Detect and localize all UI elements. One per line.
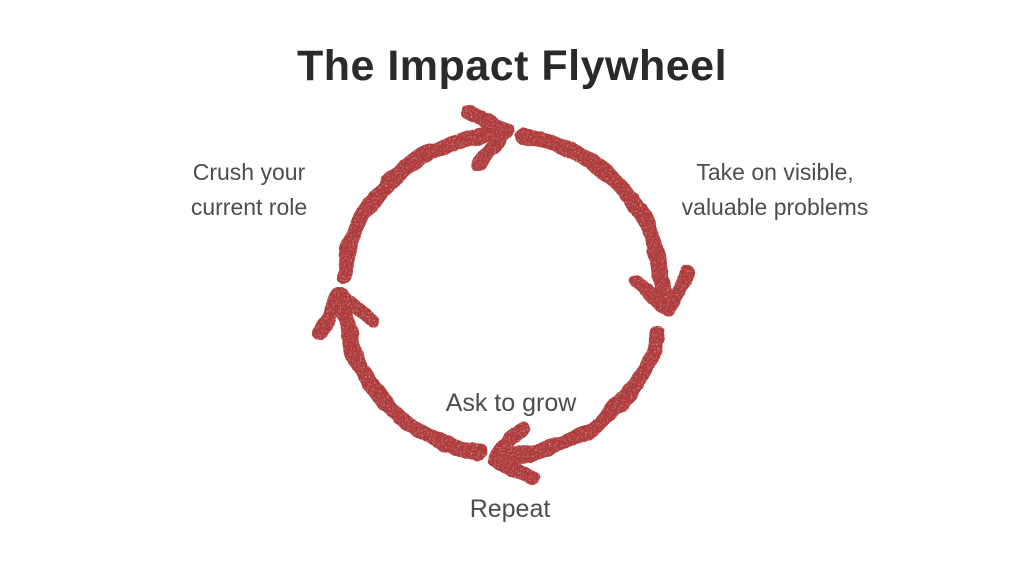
step-label-line: Take on visible, <box>696 159 854 185</box>
step-label-line: Ask to grow <box>445 389 577 417</box>
page-title: The Impact Flywheel <box>296 42 728 90</box>
arrow-arc-bottom <box>489 326 666 467</box>
arrowhead-bottom-icon <box>487 420 540 487</box>
step-label-crush-current-role: Crush your current role <box>109 155 389 225</box>
step-label-line: valuable problems <box>681 194 869 220</box>
arrowhead-right-icon <box>629 266 696 318</box>
arrow-arc-top <box>336 123 513 284</box>
step-label-take-on-problems: Take on visible, valuable problems <box>635 155 915 225</box>
arrow-arc-right <box>515 128 674 316</box>
step-label-line: Repeat <box>469 495 551 523</box>
arrowhead-left-icon <box>313 286 379 340</box>
arrow-arc-left <box>332 288 486 461</box>
step-label-repeat: Repeat <box>410 495 610 524</box>
step-label-ask-to-grow: Ask to grow <box>411 389 611 418</box>
arrowhead-top-icon <box>461 104 515 171</box>
step-label-line: current role <box>190 194 308 220</box>
step-label-line: Crush your <box>192 159 306 185</box>
